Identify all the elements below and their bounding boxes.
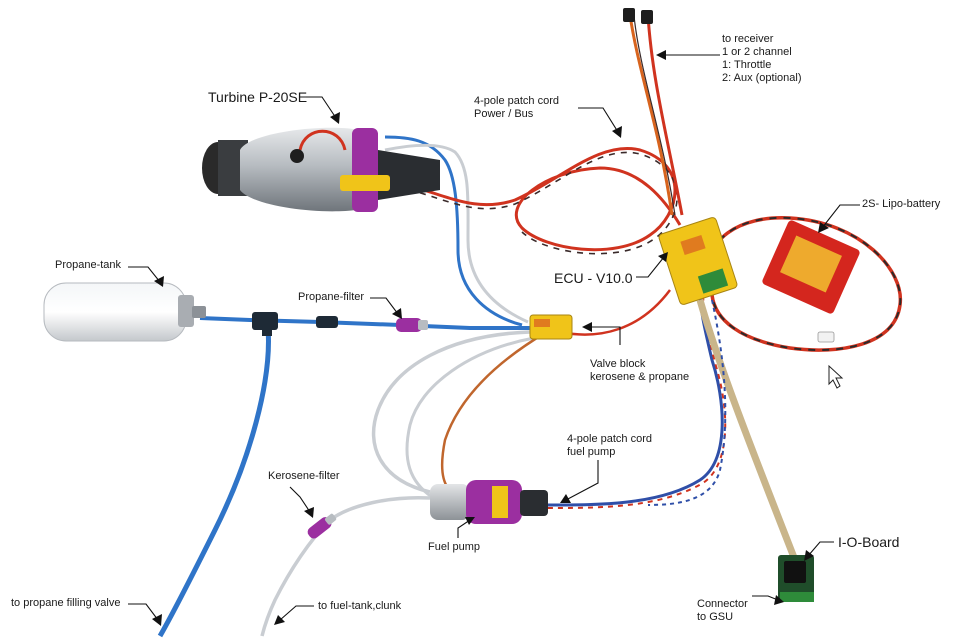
leader-propane-fill: [128, 604, 158, 620]
arrow-turbine: [330, 112, 340, 124]
leader-connector: [752, 596, 778, 600]
label-receiver-line-1: to receiver: [722, 33, 802, 46]
turbine: [202, 128, 440, 212]
label-fuel-tank: to fuel-tank,clunk: [318, 600, 401, 613]
label-lipo: 2S- Lipo-battery: [862, 198, 940, 211]
propane-fill-line: [160, 328, 268, 636]
label-patch-pump: 4-pole patch cord fuel pump: [567, 433, 652, 459]
leader-patch-pump: [566, 460, 598, 500]
label-kerosene-filter: Kerosene-filter: [268, 470, 340, 483]
receiver-plug-2: [641, 10, 653, 24]
arrow-kerosene-filter: [304, 507, 314, 518]
label-patch-power-line-2: Power / Bus: [474, 108, 559, 121]
propane-filter: [396, 318, 428, 332]
label-propane-fill: to propane filling valve: [11, 597, 120, 610]
arrow-propane-filter: [392, 308, 402, 319]
label-valve-block-line-1: Valve block: [590, 358, 689, 371]
io-ribbon-cable: [700, 300, 795, 560]
label-propane-filter: Propane-filter: [298, 291, 364, 304]
receiver-lead-3: [634, 16, 675, 215]
label-receiver-line-2: 1 or 2 channel: [722, 46, 802, 59]
label-turbine: Turbine P-20SE: [208, 89, 307, 105]
io-board: [778, 555, 814, 602]
label-connector: Connector to GSU: [697, 598, 748, 624]
label-valve-block-line-2: kerosene & propane: [590, 371, 689, 384]
leader-patch-power: [578, 108, 618, 132]
leader-fuel-tank: [280, 606, 314, 620]
label-connector-line-2: to GSU: [697, 611, 748, 624]
leader-kerosene-filter: [290, 487, 310, 512]
valve-block: [530, 315, 572, 339]
label-receiver-line-4: 2: Aux (optional): [722, 72, 802, 85]
arrow-valve-block: [582, 322, 592, 332]
label-patch-pump-line-2: fuel pump: [567, 446, 652, 459]
leader-io-board: [808, 542, 834, 556]
valve-pump-line-2: [407, 338, 534, 497]
label-patch-power-line-1: 4-pole patch cord: [474, 95, 559, 108]
io-cable-twist: [648, 300, 725, 505]
arrow-receiver: [656, 50, 666, 60]
label-fuel-pump: Fuel pump: [428, 541, 480, 554]
label-receiver-line-3: 1: Throttle: [722, 59, 802, 72]
fuel-pump: [430, 480, 548, 524]
leader-ecu: [636, 257, 664, 277]
leader-turbine: [302, 97, 336, 118]
label-valve-block: Valve block kerosene & propane: [590, 358, 689, 384]
pump-copper-wire: [442, 333, 545, 488]
lipo-battery: [761, 219, 861, 342]
arrow-patch-power: [612, 126, 622, 138]
leader-propane-filter: [370, 298, 398, 314]
t-fitting: [252, 312, 278, 336]
kerosene-line: [262, 498, 430, 636]
arrow-propane-fill: [152, 614, 162, 626]
ecu: [658, 217, 738, 306]
cursor-icon: [829, 366, 842, 388]
label-propane-tank: Propane-tank: [55, 259, 121, 272]
label-io-board: I-O-Board: [838, 534, 899, 550]
label-patch-power: 4-pole patch cord Power / Bus: [474, 95, 559, 121]
label-receiver: to receiver 1 or 2 channel 1: Throttle 2…: [722, 33, 802, 85]
propane-line: [200, 318, 530, 328]
propane-tank: [44, 283, 206, 341]
valve-cord: [560, 290, 670, 335]
label-patch-pump-line-1: 4-pole patch cord: [567, 433, 652, 446]
coupler-1: [316, 316, 338, 328]
fuel-pump-cord-b: [548, 290, 725, 508]
leader-propane-tank: [128, 267, 160, 282]
label-connector-line-1: Connector: [697, 598, 748, 611]
valve-pump-line: [374, 332, 530, 492]
receiver-plug-1: [623, 8, 635, 22]
label-ecu: ECU - V10.0: [554, 270, 633, 286]
